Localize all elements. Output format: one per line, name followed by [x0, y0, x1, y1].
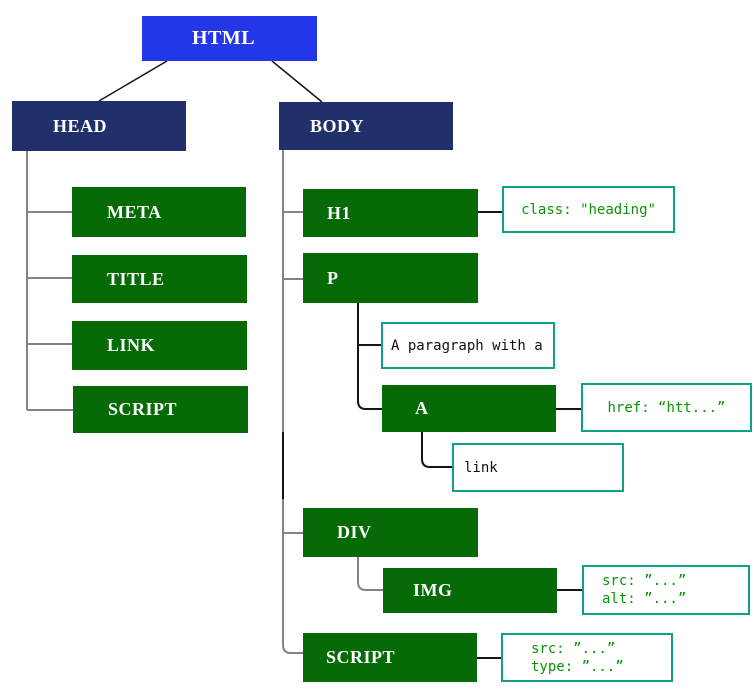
edge-body-trunk: [282, 150, 303, 654]
edge-html-body: [271, 60, 323, 103]
node-title-label: TITLE: [107, 268, 165, 289]
node-p: P: [303, 253, 478, 303]
annotation-line: src: ”...”: [531, 640, 616, 657]
text-node-paragraph: A paragraph with a: [381, 322, 555, 369]
node-link-label: LINK: [107, 335, 156, 355]
text-node-paragraph-text: A paragraph with a: [391, 337, 543, 354]
node-div: DIV: [303, 508, 478, 557]
node-div-label: DIV: [337, 522, 372, 542]
node-img: IMG: [383, 568, 557, 613]
annotation-line: class: "heading": [521, 201, 656, 218]
node-head: HEAD: [12, 101, 186, 151]
node-script-body: SCRIPT: [303, 633, 477, 682]
annotation-script-attrs: src: ”...” type: ”...”: [501, 633, 673, 682]
node-body: BODY: [279, 102, 453, 150]
node-script-body-label: SCRIPT: [326, 647, 396, 667]
node-a-label: A: [415, 398, 429, 418]
edge-div-img: [357, 557, 383, 591]
edge-html-head: [98, 60, 168, 102]
edge-p-a: [357, 303, 382, 410]
node-meta-label: META: [107, 201, 162, 222]
node-script-head: SCRIPT: [73, 386, 248, 433]
node-html-label: HTML: [192, 27, 256, 49]
annotation-line: src: ”...”: [602, 573, 687, 589]
node-a: A: [382, 385, 556, 432]
node-title: TITLE: [72, 255, 247, 303]
node-meta: META: [72, 187, 246, 237]
node-h1: H1: [303, 189, 478, 237]
text-node-link: link: [452, 443, 624, 492]
annotation-img-attrs: src: ”...” alt: ”...”: [582, 565, 750, 615]
edge-a-text: [421, 432, 452, 468]
annotation-h1-class: class: "heading": [502, 186, 675, 233]
text-node-link-text: link: [464, 459, 498, 476]
node-script-head-label: SCRIPT: [108, 399, 178, 419]
annotation-line: alt: ”...”: [602, 591, 687, 607]
node-img-label: IMG: [413, 580, 453, 600]
node-link: LINK: [72, 321, 247, 370]
node-html: HTML: [142, 16, 317, 61]
node-body-label: BODY: [310, 115, 365, 136]
annotation-a-href: href: “htt...”: [581, 383, 752, 432]
node-p-label: P: [327, 267, 339, 288]
node-head-label: HEAD: [53, 115, 108, 136]
annotation-line: href: “htt...”: [607, 399, 726, 416]
node-h1-label: H1: [327, 202, 352, 223]
annotation-line: type: ”...”: [531, 658, 624, 675]
